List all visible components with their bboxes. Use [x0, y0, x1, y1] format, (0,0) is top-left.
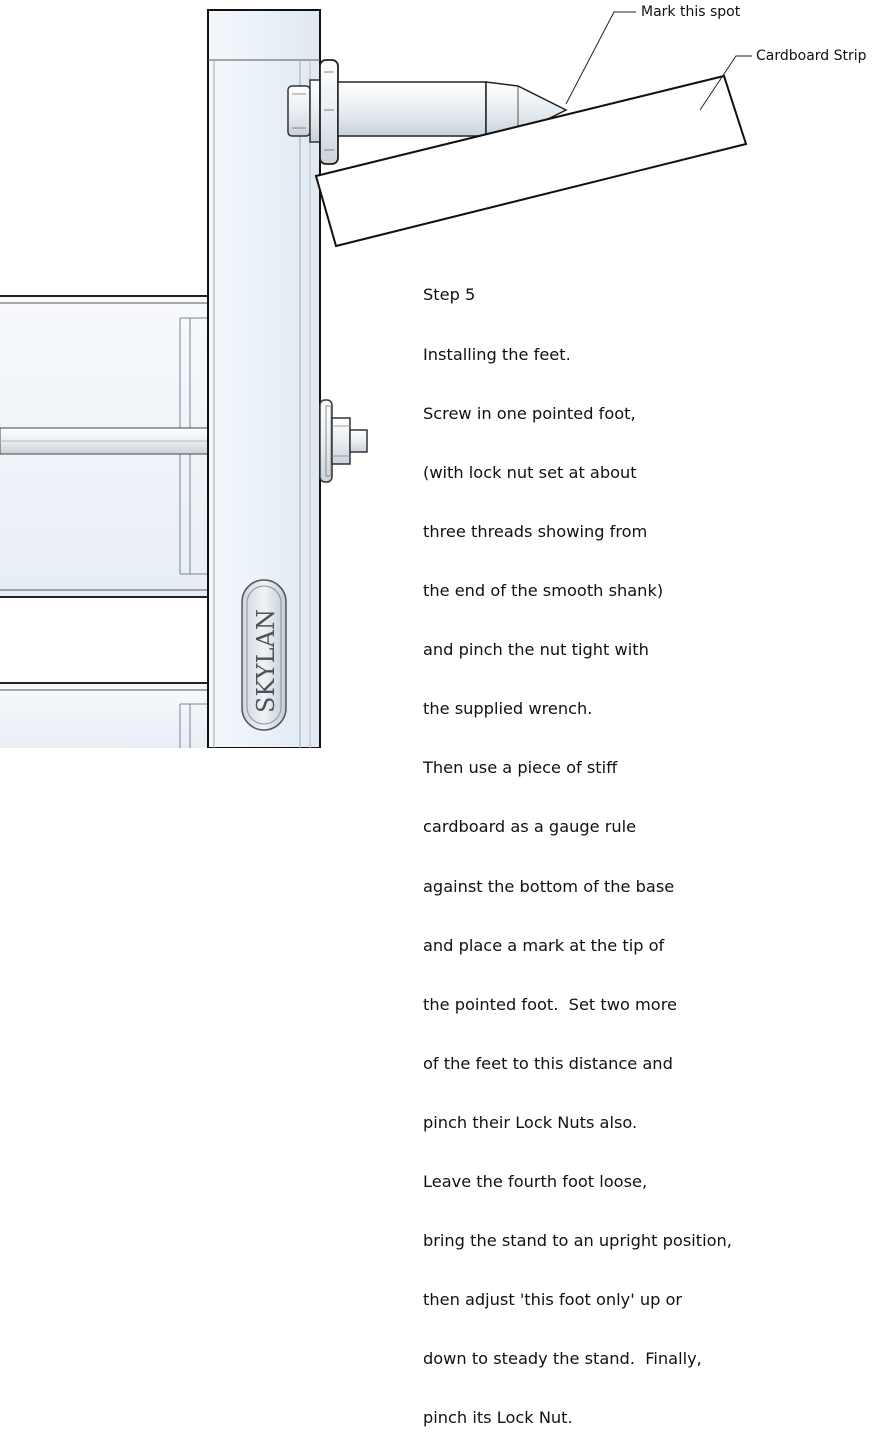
instruction-line: the end of the smooth shank)	[423, 580, 664, 600]
instruction-line: and place a mark at the tip of	[423, 935, 665, 955]
instruction-line: Leave the fourth foot loose,	[423, 1172, 648, 1192]
instruction-line: Screw in one pointed foot,	[423, 403, 636, 423]
instruction-line: pinch its Lock Nut.	[423, 1408, 573, 1428]
instruction-line: down to steady the stand. Finally,	[423, 1349, 702, 1369]
badge-text: SKYLAN	[252, 609, 280, 713]
instruction-line: and pinch the nut tight with	[423, 640, 649, 660]
step-heading: Step 5	[423, 285, 476, 305]
assembly-diagram: SKYLAN	[0, 9, 752, 748]
leader-cardboard-strip	[699, 55, 752, 111]
callout-mark-this-spot: Mark this spot	[641, 4, 741, 20]
step-title: Installing the feet.	[423, 344, 571, 364]
instruction-line: against the bottom of the base	[423, 876, 675, 896]
leader-mark-spot	[565, 11, 636, 105]
instructions-text: Step 5 Installing the feet. Screw in one…	[423, 246, 732, 1448]
instruction-line: the supplied wrench.	[423, 699, 593, 719]
instruction-line: the pointed foot. Set two more	[423, 994, 677, 1014]
instruction-line: of the feet to this distance and	[423, 1053, 673, 1073]
skylan-badge: SKYLAN	[241, 579, 287, 731]
instruction-line: Then use a piece of stiff	[423, 758, 618, 778]
lower-rail	[0, 682, 208, 748]
instruction-line: bring the stand to an upright position,	[423, 1231, 732, 1251]
instruction-line: cardboard as a gauge rule	[423, 817, 637, 837]
instruction-line: pinch their Lock Nuts also.	[423, 1112, 638, 1132]
lower-nut	[319, 399, 368, 483]
instruction-line: (with lock nut set at about	[423, 462, 637, 482]
pointed-foot	[287, 59, 568, 165]
instruction-line: three threads showing from	[423, 521, 648, 541]
instruction-line: then adjust 'this foot only' up or	[423, 1290, 683, 1310]
callout-cardboard-strip: Cardboard Strip	[756, 48, 867, 64]
cardboard-strip	[314, 74, 748, 248]
